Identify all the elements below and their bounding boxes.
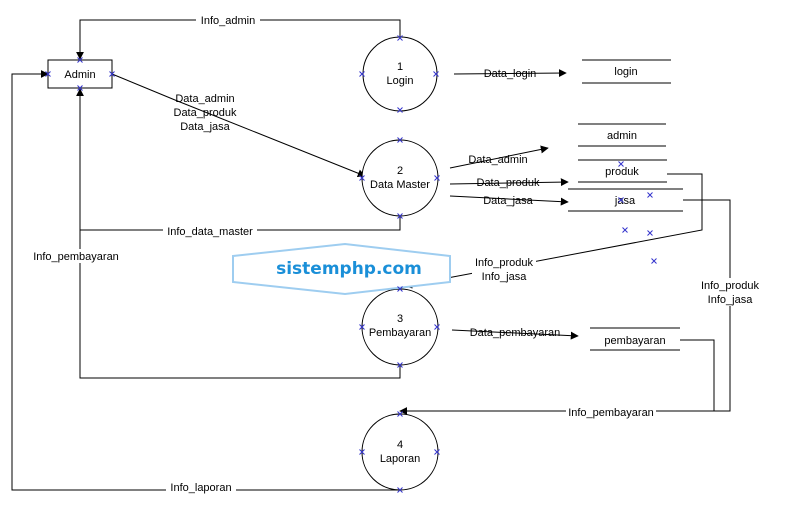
entity-admin-label: Admin [64,69,95,81]
flow-label-data-login: Data_login [484,68,537,80]
store-login: login [582,59,671,84]
flow-label-info-admin: Info_admin [201,15,255,27]
watermark-banner: sistemphp.com [232,242,451,296]
flow-label-data-jasa: Data_jasa [483,195,533,207]
store-jasa-label: jasa [614,195,636,207]
flow-data-produk-line [449,178,569,187]
flow-label-info-pembayaran-left: Info_pembayaran [33,251,119,263]
connection-point-marker [397,107,403,113]
flow-data-admin-line [449,145,549,169]
store-admin-label: admin [607,130,637,142]
connection-point-marker [433,71,439,77]
flow-admin-to-master-line [111,73,366,178]
connection-point-marker [434,449,440,455]
connection-point-marker [77,85,83,91]
flow-label-data-admin: Data_admin [468,154,527,166]
process-laporan: 4 Laporan [361,413,439,491]
connection-point-marker [618,161,624,167]
flow-label-admin-master-2: Data_produk [174,107,237,119]
flow-data-login-line [453,69,567,78]
connection-point-marker [359,175,365,181]
flow-label-info-jasa-1: Info_jasa [482,271,528,283]
connection-point-marker [434,324,440,330]
flow-info-pembayaran-line [399,339,715,415]
flow-data-pembayaran-line [451,329,579,340]
process-data-master: 2 Data Master [361,139,439,217]
connection-point-marker [109,71,115,77]
store-pembayaran-label: pembayaran [604,335,665,347]
flow-label-info-laporan: Info_laporan [170,482,231,494]
connection-point-marker [397,213,403,219]
flow-info-data-master-line [76,88,401,231]
process-pembayaran-name: Pembayaran [369,327,431,339]
flow-label-info-produk-1: Info_produk [475,257,534,269]
store-pembayaran: pembayaran [590,327,680,351]
connection-point-marker [359,449,365,455]
flow-info-produk-jasa-1-line [404,173,703,289]
connection-point-marker [647,192,653,198]
store-jasa: jasa [568,188,683,212]
connection-point-marker [647,230,653,236]
connection-point-marker [434,175,440,181]
process-data-master-name: Data Master [370,179,430,191]
connection-point-marker [359,324,365,330]
connection-markers [45,35,657,493]
connection-point-marker [359,71,365,77]
connection-point-marker [397,411,403,417]
store-admin: admin [578,123,666,147]
store-produk: produk [578,159,667,183]
process-pembayaran-number: 3 [397,313,403,325]
process-pembayaran: 3 Pembayaran [361,288,439,366]
connection-point-marker [397,35,403,41]
connection-point-marker [397,137,403,143]
flow-label-info-jasa-2: Info_jasa [708,294,754,306]
process-login-number: 1 [397,61,403,73]
connection-point-marker [77,57,83,63]
flow-pembayaran-to-admin-line [79,89,401,379]
process-laporan-number: 4 [397,439,403,451]
flow-label-info-data-master: Info_data_master [167,226,253,238]
flow-label-data-produk: Data_produk [477,177,540,189]
connection-point-marker [397,286,403,292]
process-login: 1 Login [362,36,438,112]
process-laporan-name: Laporan [380,453,420,465]
connection-point-marker [618,197,624,203]
flow-label-admin-master-1: Data_admin [175,93,234,105]
process-data-master-number: 2 [397,165,403,177]
flow-label-data-pembayaran: Data_pembayaran [470,327,561,339]
flow-label-admin-master-3: Data_jasa [180,121,230,133]
flow-label-info-produk-2: Info_produk [701,280,760,292]
connection-point-marker [397,487,403,493]
store-produk-label: produk [605,166,639,178]
connection-point-marker [622,227,628,233]
connection-point-marker [45,71,51,77]
watermark-text: sistemphp.com [276,259,422,279]
process-login-name: Login [387,75,414,87]
flow-label-info-pembayaran-bottom: Info_pembayaran [568,407,654,419]
connection-point-marker [397,362,403,368]
connection-point-marker [651,258,657,264]
flow-data-jasa-line [449,195,569,206]
store-login-label: login [614,66,637,78]
